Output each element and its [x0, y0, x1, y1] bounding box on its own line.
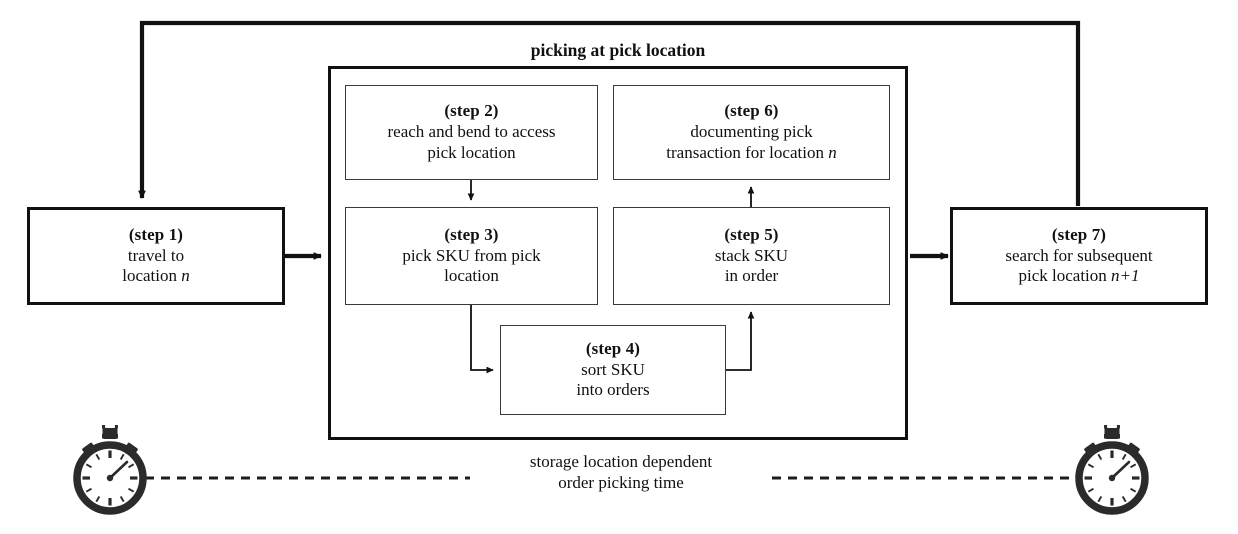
- step-2-line-2-text: pick location: [427, 142, 516, 162]
- picking-group-frame: [328, 66, 908, 440]
- stopwatch-icon-left: [73, 425, 147, 515]
- step-2-line-2: pick location: [427, 143, 515, 164]
- group-title: picking at pick location: [530, 40, 706, 60]
- step-1-line-2: location n: [122, 266, 190, 287]
- step-4-title: (step 4): [585, 338, 641, 358]
- step-1-line-2-text: location: [122, 266, 182, 286]
- step-6-line-2: transaction for location n: [666, 143, 836, 164]
- step-1-line-1: travel to: [127, 245, 185, 265]
- step-7-title: (step 7): [1051, 224, 1107, 244]
- step-5-line-2-text: in order: [724, 266, 779, 286]
- step-6-line-2-text: transaction for location: [666, 142, 829, 162]
- step-4-line-2-text: into orders: [576, 380, 650, 400]
- step-2-title: (step 2): [444, 101, 499, 121]
- step-7-line-2-text: pick location: [1018, 266, 1112, 286]
- step-6-line-2-italic: n: [828, 142, 837, 162]
- step-3-line-2-text: location: [444, 266, 499, 286]
- step-7-line-2: pick location n+1: [1018, 266, 1139, 287]
- step-3-line-1: pick SKU from pick: [402, 245, 541, 265]
- time-span-caption-line-2: order picking time: [558, 473, 684, 493]
- step-5-line-2: in order: [725, 266, 778, 287]
- step-1-title: (step 1): [128, 224, 184, 244]
- step-5-title: (step 5): [724, 224, 779, 244]
- step-6-title: (step 6): [724, 101, 779, 121]
- step-3-box[interactable]: (step 3) pick SKU from pick location: [345, 207, 598, 305]
- step-6-box[interactable]: (step 6) documenting pick transaction fo…: [613, 85, 890, 180]
- step-3-title: (step 3): [444, 224, 499, 244]
- step-2-line-1: reach and bend to access: [387, 122, 556, 142]
- step-1-line-2-italic: n: [181, 266, 190, 286]
- step-4-box[interactable]: (step 4) sort SKU into orders: [500, 325, 726, 415]
- step-5-line-1: stack SKU: [714, 245, 789, 265]
- stopwatch-icon-right: [1075, 425, 1149, 515]
- time-span-caption: storage location dependent order picking…: [472, 451, 770, 494]
- step-4-line-2: into orders: [576, 380, 649, 401]
- step-7-line-1: search for subsequent: [1005, 245, 1153, 265]
- step-2-box[interactable]: (step 2) reach and bend to access pick l…: [345, 85, 598, 180]
- step-6-line-1: documenting pick: [690, 122, 813, 142]
- step-5-box[interactable]: (step 5) stack SKU in order: [613, 207, 890, 305]
- step-1-box[interactable]: (step 1) travel to location n: [27, 207, 285, 305]
- time-span-caption-line-1: storage location dependent: [529, 452, 713, 471]
- step-7-box[interactable]: (step 7) search for subsequent pick loca…: [950, 207, 1208, 305]
- step-3-line-2: location: [444, 266, 499, 287]
- step-7-line-2-italic: n+1: [1111, 266, 1140, 286]
- step-4-line-1: sort SKU: [581, 359, 645, 379]
